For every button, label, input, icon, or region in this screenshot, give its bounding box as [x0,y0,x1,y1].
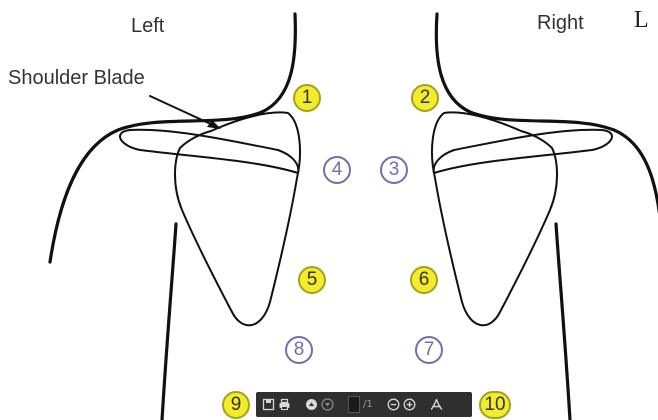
left-side-label: Left [131,16,164,36]
page-number-input[interactable] [348,396,360,413]
shoulder-blade-label: Shoulder Blade [8,68,145,88]
save-icon[interactable] [262,398,275,411]
right-shoulder-blade-spine [434,130,612,173]
marker-7: 7 [415,336,443,364]
marker-3: 3 [380,156,408,184]
marker-10: 10 [479,391,511,419]
right-side-label: Right [537,13,584,33]
right-torso-line [556,224,570,420]
left-torso-line [162,224,176,420]
acrobat-icon[interactable] [430,398,443,411]
page-up-icon[interactable] [305,398,318,411]
zoom-in-icon[interactable] [403,398,416,411]
left-shoulder-blade-spine [120,130,298,173]
marker-9: 9 [222,391,250,419]
right-neck-shoulder-line [436,14,658,262]
marker-6: 6 [410,266,438,294]
marker-4: 4 [323,156,351,184]
left-neck-shoulder-line [50,14,295,262]
corner-text-fragment: L [634,8,649,32]
left-shoulder-blade-body [175,112,300,325]
page-down-icon[interactable] [321,398,334,411]
marker-2: 2 [411,84,439,112]
marker-1: 1 [293,84,321,112]
marker-5: 5 [298,266,326,294]
page-count: /1 [363,399,373,410]
pdf-viewer-toolbar: /1 [256,392,472,417]
print-icon[interactable] [278,398,291,411]
marker-8: 8 [285,336,313,364]
zoom-out-icon[interactable] [387,398,400,411]
right-shoulder-blade-body [432,112,557,325]
